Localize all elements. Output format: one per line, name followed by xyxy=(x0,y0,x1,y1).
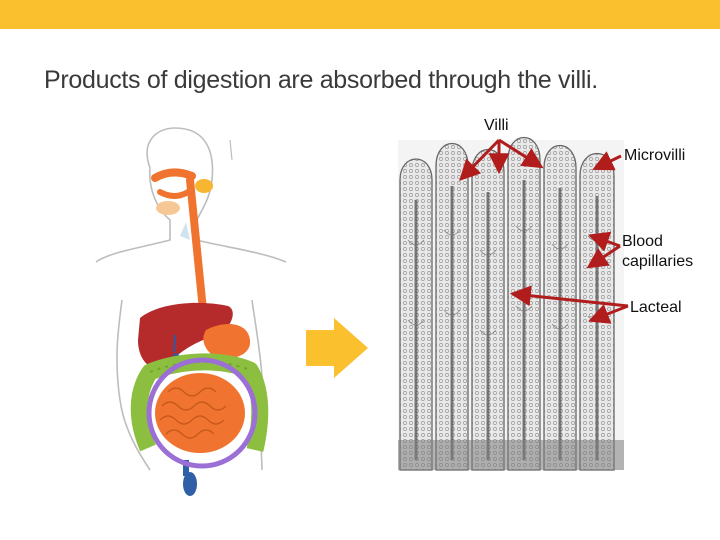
blood-capillaries-pointer-arrow xyxy=(586,244,621,269)
microvilli-pointer-arrow xyxy=(592,151,622,171)
liver xyxy=(138,302,233,369)
blood-capillaries-pointer-arrow xyxy=(588,231,621,252)
lacteal-pointer-arrow xyxy=(588,304,629,324)
lacteal-label: Lacteal xyxy=(630,299,682,316)
body-outline xyxy=(95,127,287,471)
top-accent-bar xyxy=(0,0,720,29)
digestive-system-diagram xyxy=(95,127,287,496)
villi-micrograph xyxy=(398,136,624,471)
right-arrow-icon xyxy=(306,318,368,378)
stomach xyxy=(203,324,251,359)
blood-capillaries-label: Blood capillaries xyxy=(622,233,694,270)
villi-pointer-arrow xyxy=(459,138,501,182)
small-intestine-highlight-circle xyxy=(146,357,258,469)
salivary-gland xyxy=(195,179,213,193)
villi-pointer-arrow xyxy=(498,138,544,169)
pointer-arrows xyxy=(459,138,629,324)
slide-title: Products of digestion are absorbed throu… xyxy=(44,66,598,94)
small-intestine xyxy=(155,373,245,453)
villi-label: Villi xyxy=(484,117,509,134)
rectum xyxy=(183,472,197,496)
lacteal-pointer-arrow xyxy=(509,285,629,308)
microvilli-label: Microvilli xyxy=(624,147,686,164)
